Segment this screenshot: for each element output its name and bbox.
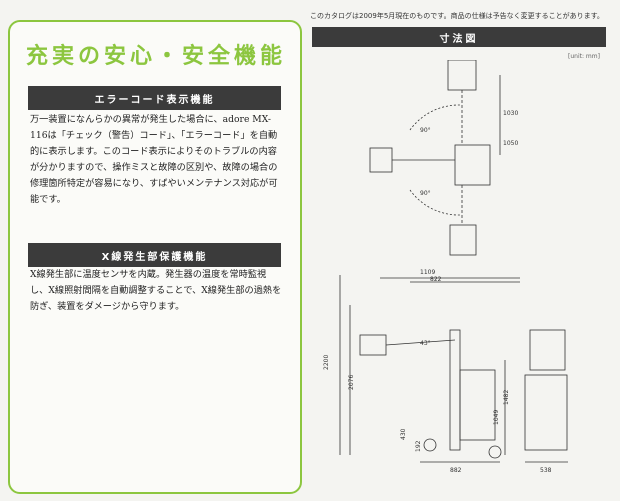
dim-label-192: 192 [415,440,422,452]
dim-label-538: 538 [540,467,552,474]
dim-label-1482: 1482 [503,390,510,405]
top-view-arm-head [369,147,393,173]
top-view-drawing [369,60,501,256]
side-view-tube-head [359,334,387,356]
dim-label-822: 822 [430,276,442,283]
dimensions-title: 寸法図 [312,27,606,47]
dim-label-1109: 1109 [420,269,435,276]
top-view-tube-bottom [449,224,477,256]
side-view-base [459,369,496,441]
dim-label-2076: 2076 [348,375,355,390]
dim-label-90-bottom: 90° [420,190,431,197]
section-body-xray-protection: X線発生部に温度センサを内蔵。発生器の温度を常時監視し、X線照射間隔を自動調整す… [30,269,282,312]
main-title: 充実の安心・安全機能 [26,44,287,69]
top-view-body [454,144,491,186]
dim-label-2200: 2200 [323,355,330,370]
dim-label-1049: 1049 [493,410,500,425]
section-title-error-code: エラーコード表示機能 [28,86,281,110]
section-body-error-code: 万一装置になんらかの異常が発生した場合に、adore MX-116は「チェック（… [30,114,278,205]
dim-label-882: 882 [450,467,462,474]
catalog-notice: このカタログは2009年5月現在のものです。商品の仕様は予告なく変更することがあ… [310,12,604,20]
dimension-drawings: 1030 1050 90° 90° 1109 822 43° 2200 2076… [323,60,568,474]
front-view-head [529,329,566,371]
side-view-drawing [339,275,568,463]
top-view-tube-head [447,60,477,91]
front-view-body [524,374,568,451]
section-title-xray-protection: X線発生部保護機能 [28,243,281,267]
dim-label-43: 43° [420,340,431,347]
side-view-column [449,329,461,451]
dim-label-430: 430 [400,428,407,440]
dim-label-1030: 1030 [503,110,518,117]
dim-label-1050: 1050 [503,140,518,147]
unit-label: [unit: mm] [568,53,600,60]
dim-label-90-top: 90° [420,127,431,134]
